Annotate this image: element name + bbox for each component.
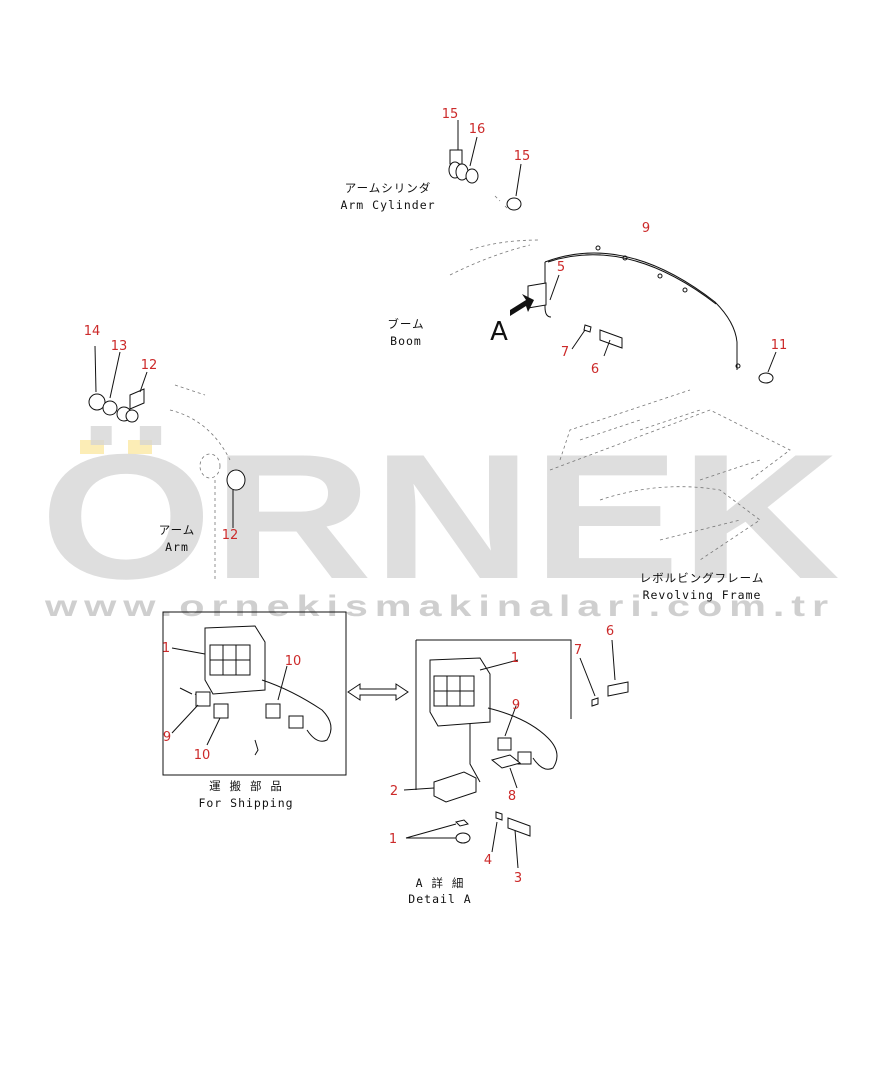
watermark-brand: ÖRNEK [40,417,840,616]
bracket-2 [433,771,477,803]
callout-2: 2 [390,784,398,799]
callout-1: 1 [511,651,519,666]
callouts: 15 16 15 9 5 7 6 11 14 13 12 12 1 10 9 1… [84,107,788,886]
callout-16: 16 [469,122,486,137]
callout-11: 11 [771,338,788,353]
washer-7-top [583,324,592,333]
callout-6: 6 [591,362,599,377]
arm-label: Arm [165,540,189,554]
detail-a-arrow-icon [510,294,534,316]
watermark-umlaut-right [128,440,152,454]
boom-label-jp: ブーム [387,317,424,331]
revolving-frame-label: Revolving Frame [643,588,762,602]
callout-15: 15 [514,149,531,164]
washer-7-right [591,697,599,707]
watermark-umlaut-left [80,440,104,454]
callout-14: 14 [84,324,101,339]
callout-8: 8 [508,789,516,804]
for-shipping-box [162,611,347,776]
arm-label-jp: アーム [159,523,195,537]
component-labels: アームシリンダ Arm Cylinder ブーム Boom A アーム Arm … [159,181,765,906]
detail-a-label-jp: A 詳 細 [416,876,465,890]
callout-6: 6 [606,624,614,639]
boom-harness [449,239,777,384]
callout-1: 1 [389,832,397,847]
watermark-url: www.ornekismakinalari.com.tr [44,590,835,623]
arm-cylinder-label-jp: アームシリンダ [345,181,431,195]
callout-7: 7 [561,345,569,360]
bolt-6-right [607,681,629,697]
callout-3: 3 [514,871,522,886]
arm-pins [88,345,246,580]
callout-15: 15 [442,107,459,122]
clip-11 [758,372,774,384]
bolt-6-top [599,329,623,349]
callout-7: 7 [574,643,582,658]
for-shipping-label-jp: 運 搬 部 品 [209,779,283,793]
detail-a-marker: A [490,317,508,347]
callout-9: 9 [163,730,171,745]
detail-a-label: Detail A [408,892,471,906]
callout-10: 10 [285,654,302,669]
arm-cylinder-pins [448,120,522,211]
callout-5: 5 [557,260,565,275]
for-shipping-label: For Shipping [198,796,293,810]
callout-9: 9 [512,698,520,713]
callout-13: 13 [111,339,128,354]
interchange-arrow-icon [347,683,409,701]
callout-9: 9 [642,221,650,236]
watermark: ÖRNEK www.ornekismakinalari.com.tr [40,417,840,623]
callout-1: 1 [162,641,170,656]
callout-12: 12 [222,528,239,543]
revolving-frame [549,389,791,561]
boom-label: Boom [390,334,422,348]
bracket-8 [490,754,522,769]
bolt-3 [507,817,531,837]
callout-12: 12 [141,358,158,373]
callout-4: 4 [484,853,492,868]
detail-a-box [403,639,572,869]
callout-10: 10 [194,748,211,763]
arm-cylinder-label: Arm Cylinder [340,198,435,212]
right-bolt-group [579,639,629,707]
lockwasher-1-bottom [455,819,469,827]
washer-4 [495,811,503,821]
revolving-frame-label-jp: レボルビングフレーム [640,571,765,585]
nut-1-bottom [455,832,471,844]
